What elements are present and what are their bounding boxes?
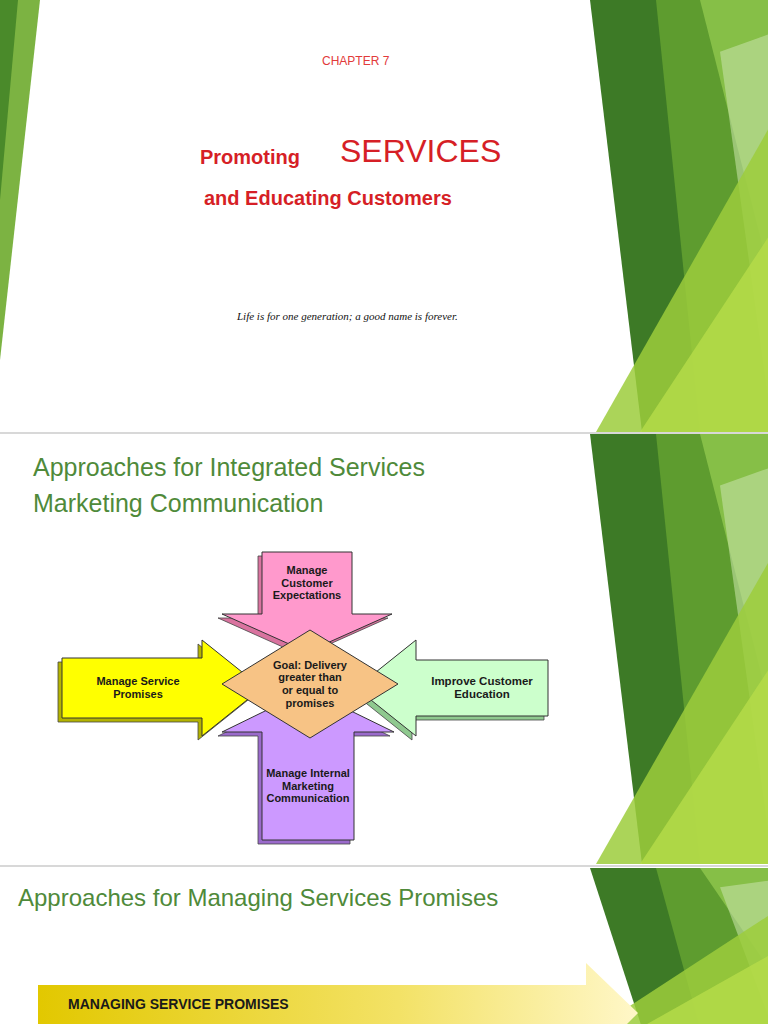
chapter-number: CHAPTER 7 [322,54,389,68]
arrow-band: MANAGING SERVICE PROMISES [38,963,638,1024]
shape-fill [38,963,638,1024]
green-decoration [0,0,40,360]
green-decoration [0,0,18,200]
green-decoration [596,130,768,432]
text-region: Manage Internal Marketing Communication [264,738,352,834]
text-region: Goal: Delivery greater than or equal to … [272,650,348,718]
node-text: Goal: Delivery greater than or equal to … [272,659,348,710]
node-text: Manage Internal Marketing Communication [264,767,352,805]
quote: Life is for one generation; a good name … [237,310,458,322]
text-region: MANAGING SERVICE PROMISES [68,987,488,1021]
green-decoration [640,238,768,432]
text-region: Improve Customer Education [420,662,544,714]
goal-diamond: Goal: Delivery greater than or equal to … [222,630,398,738]
shape-outline [38,963,638,1024]
text-region: Manage Customer Expectations [262,554,352,612]
title-word: SERVICES [340,133,501,170]
text-region: Manage Service Promises [76,660,200,716]
slide-divider [0,432,768,434]
slide-title: Approaches for Managing Services Promise… [18,884,498,912]
node-text: MANAGING SERVICE PROMISES [68,996,289,1012]
title-word: Promoting [200,146,300,169]
slide-divider [0,865,768,867]
shape-fill [356,640,548,736]
slide-title: Approaches for Integrated Services Marke… [33,450,513,521]
node-text: Manage Customer Expectations [262,564,352,602]
node-text: Manage Service Promises [76,675,200,700]
shape-fill [222,690,394,840]
subtitle: and Educating Customers [204,187,452,210]
green-decoration [596,563,768,864]
green-decoration [640,671,768,865]
node-text: Improve Customer Education [420,675,544,701]
green-decoration [640,956,768,1024]
